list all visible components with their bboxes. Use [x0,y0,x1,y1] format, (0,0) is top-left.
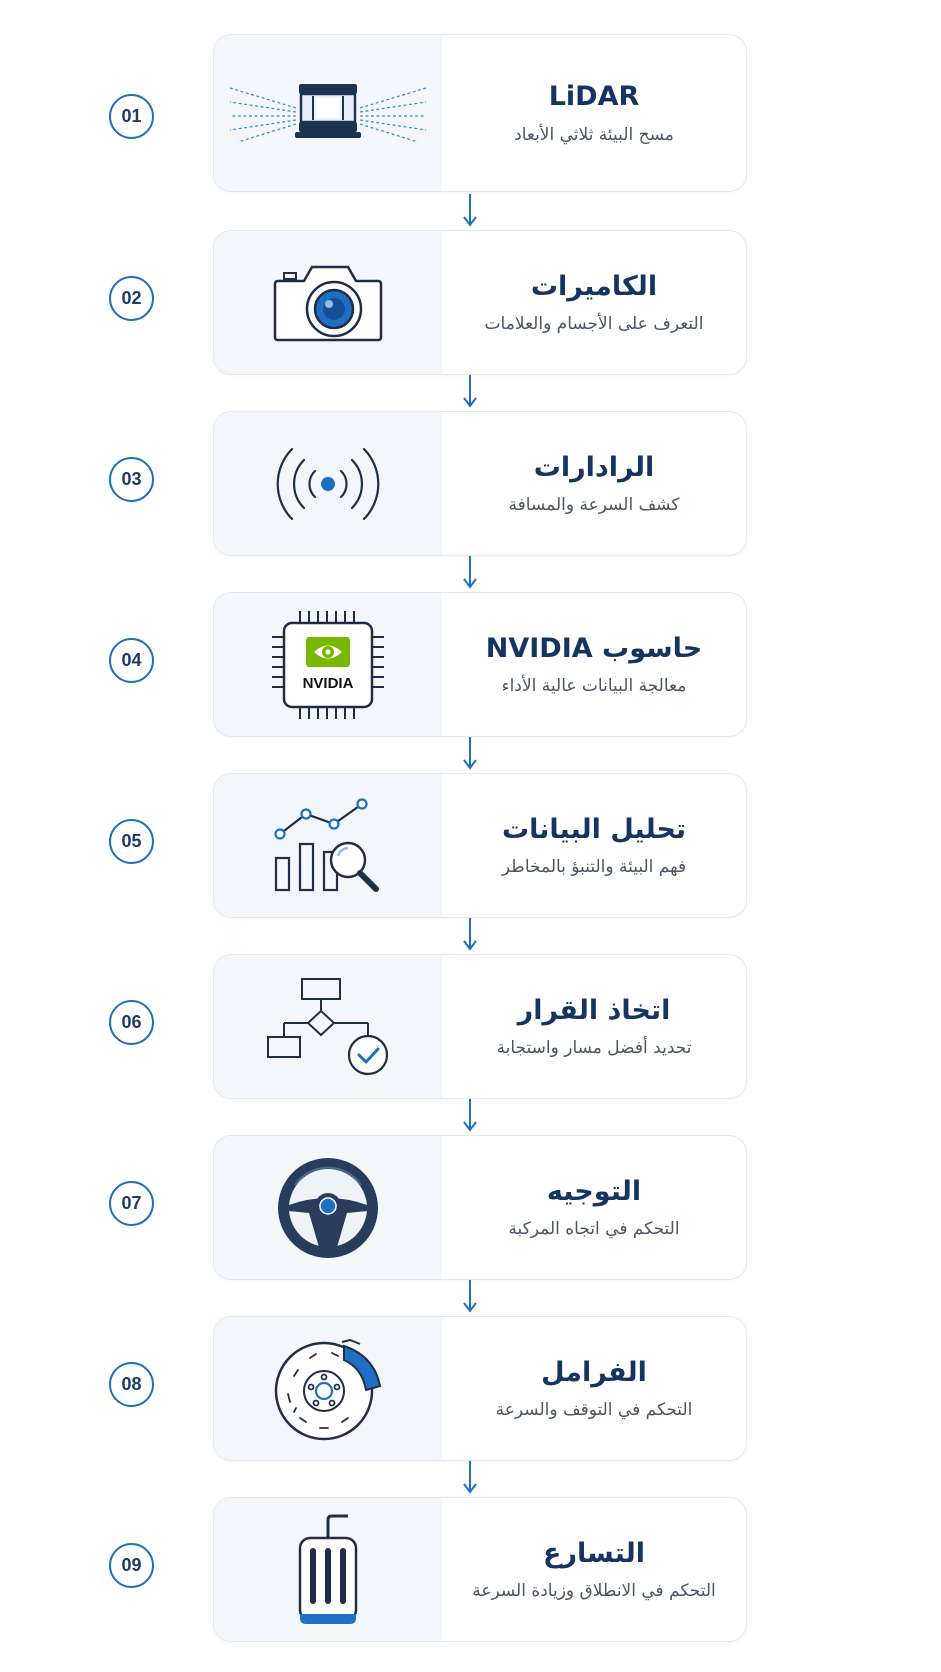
step-card: LiDAR مسح البيئة ثلاثي الأبعاد [213,34,747,192]
decision-flowchart-icon [267,977,389,1075]
step-subtitle: التحكم في اتجاه المركبة [508,1219,680,1240]
step-number-badge: 07 [109,1181,154,1226]
step-number-badge: 03 [109,457,154,502]
step-subtitle: مسح البيئة ثلاثي الأبعاد [514,124,674,145]
brake-disc-icon [274,1338,382,1440]
arrow-down-icon [463,375,477,408]
step-number-badge: 02 [109,276,154,321]
accelerator-pedal-icon [298,1514,358,1624]
camera-icon [273,265,383,341]
step-card: الكاميرات التعرف على الأجسام والعلامات [213,230,747,375]
radar-waves-icon [276,447,380,520]
step-card: تحليل البيانات فهم البيئة والتنبؤ بالمخا… [213,773,747,918]
step-subtitle: التعرف على الأجسام والعلامات [484,314,704,335]
arrow-down-icon [463,194,477,227]
data-analysis-icon [274,797,379,892]
step-title: اتخاذ القرار [517,994,671,1026]
step-subtitle: كشف السرعة والمسافة [508,495,680,516]
step-title: الكاميرات [530,270,658,302]
arrow-down-icon [463,556,477,589]
step-number-badge: 06 [109,1000,154,1045]
step-subtitle: معالجة البيانات عالية الأداء [501,676,687,697]
arrow-down-icon [463,918,477,951]
arrow-down-icon [463,737,477,770]
step-card: الفرامل التحكم في التوقف والسرعة [213,1316,747,1461]
step-title: الفرامل [541,1356,647,1388]
step-subtitle: تحديد أفضل مسار واستجابة [496,1038,692,1059]
nvidia-logo-text: NVIDIA [303,675,354,692]
step-title: التوجيه [546,1175,642,1207]
nvidia-chip-icon: NVIDIA [272,610,384,719]
step-subtitle: التحكم في التوقف والسرعة [495,1400,693,1421]
step-number-badge: 05 [109,819,154,864]
step-title: حاسوب NVIDIA [485,632,703,664]
steering-wheel-icon [278,1157,378,1258]
step-card: الرادارات كشف السرعة والمسافة [213,411,747,556]
step-number-badge: 04 [109,638,154,683]
step-card: التسارع التحكم في الانطلاق وزيادة السرعة [213,1497,747,1642]
step-card: NVIDIA حاسوب NVIDIA معالجة البيانات عالي… [213,592,747,737]
step-number-badge: 01 [109,94,154,139]
step-title: الرادارات [533,451,655,483]
step-title: تحليل البيانات [501,813,687,845]
step-subtitle: فهم البيئة والتنبؤ بالمخاطر [501,857,687,878]
step-card: التوجيه التحكم في اتجاه المركبة [213,1135,747,1280]
step-subtitle: التحكم في الانطلاق وزيادة السرعة [472,1581,716,1602]
step-card: اتخاذ القرار تحديد أفضل مسار واستجابة [213,954,747,1099]
step-title: LiDAR [548,81,640,113]
arrow-down-icon [463,1280,477,1313]
arrow-down-icon [463,1099,477,1132]
step-title: التسارع [543,1537,646,1569]
step-number-badge: 09 [109,1543,154,1588]
lidar-sensor-icon [229,84,427,143]
step-number-badge: 08 [109,1362,154,1407]
arrow-down-icon [463,1461,477,1494]
